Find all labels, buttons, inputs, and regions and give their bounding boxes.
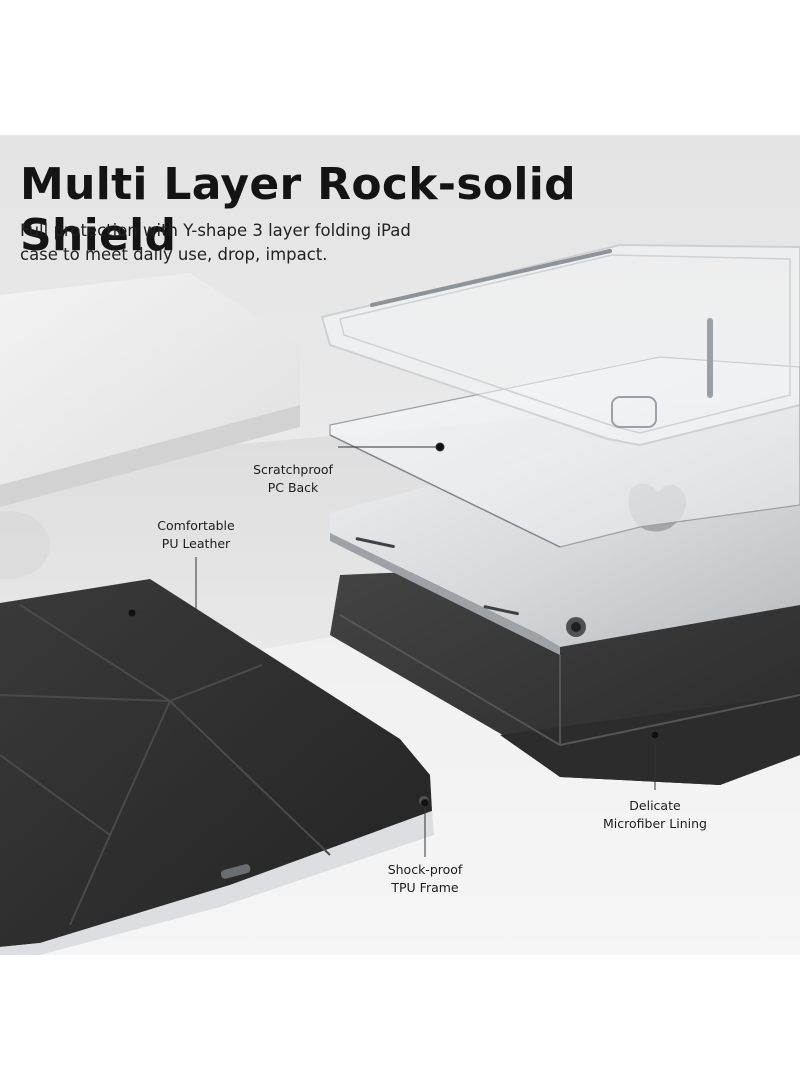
callout-line: Microfiber Lining — [603, 816, 707, 831]
callout-line: Shock-proof — [387, 862, 463, 877]
callout-pu-leather: Comfortable PU Leather — [146, 517, 246, 553]
callout-line: TPU Frame — [391, 880, 459, 895]
callout-microfiber-lining: Delicate Microfiber Lining — [592, 797, 718, 833]
callout-scratchproof-pc-back: Scratchproof PC Back — [248, 461, 338, 497]
leather-cover — [0, 579, 434, 955]
callout-line: Delicate — [629, 798, 681, 813]
subtitle-line: case to meet daily use, drop, impact. — [20, 245, 328, 264]
callout-line: PU Leather — [161, 536, 231, 551]
subtitle: Full protection with Y-shape 3 layer fol… — [20, 219, 420, 267]
product-illustration — [0, 243, 800, 955]
callout-line: Scratchproof — [253, 462, 333, 477]
callout-markers — [127, 442, 660, 857]
tpu-frame-top — [320, 243, 800, 447]
product-image: Multi Layer Rock-solid Shield Full prote… — [0, 135, 800, 955]
headline: Multi Layer Rock-solid Shield — [20, 159, 576, 261]
callout-line: Comfortable — [157, 518, 235, 533]
subtitle-line: Full protection with Y-shape 3 layer fol… — [20, 221, 411, 240]
callout-tpu-frame: Shock-proof TPU Frame — [378, 861, 472, 897]
callout-line: PC Back — [267, 480, 319, 495]
